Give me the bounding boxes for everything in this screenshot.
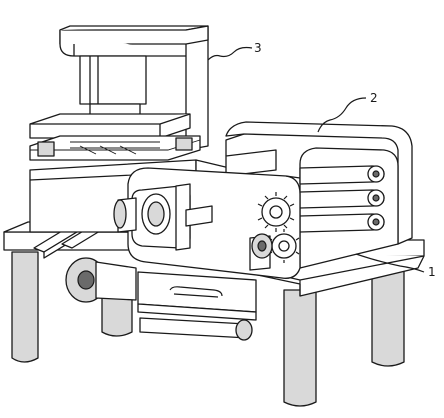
roller-bottom bbox=[299, 213, 385, 233]
gear-lower bbox=[268, 229, 300, 263]
leg-back-left bbox=[11, 251, 39, 363]
spring-guides bbox=[29, 135, 201, 161]
label-3-leader: 3 bbox=[207, 41, 262, 61]
roller-middle bbox=[299, 189, 385, 209]
label-1-leader: 1 bbox=[355, 253, 436, 279]
roller-top bbox=[299, 165, 385, 185]
label-1: 1 bbox=[428, 265, 436, 279]
gear-upper bbox=[257, 192, 295, 232]
press-column bbox=[59, 25, 209, 151]
motor-housing bbox=[65, 257, 253, 341]
label-2-leader: 2 bbox=[317, 91, 378, 133]
leg-back-right bbox=[371, 261, 405, 367]
label-2: 2 bbox=[370, 91, 378, 105]
press-platen bbox=[29, 113, 191, 139]
drawer bbox=[137, 271, 257, 321]
label-3: 3 bbox=[254, 41, 262, 55]
hand-wheel bbox=[113, 183, 213, 251]
drive-knob bbox=[249, 233, 273, 271]
leg-front-right bbox=[283, 289, 317, 407]
